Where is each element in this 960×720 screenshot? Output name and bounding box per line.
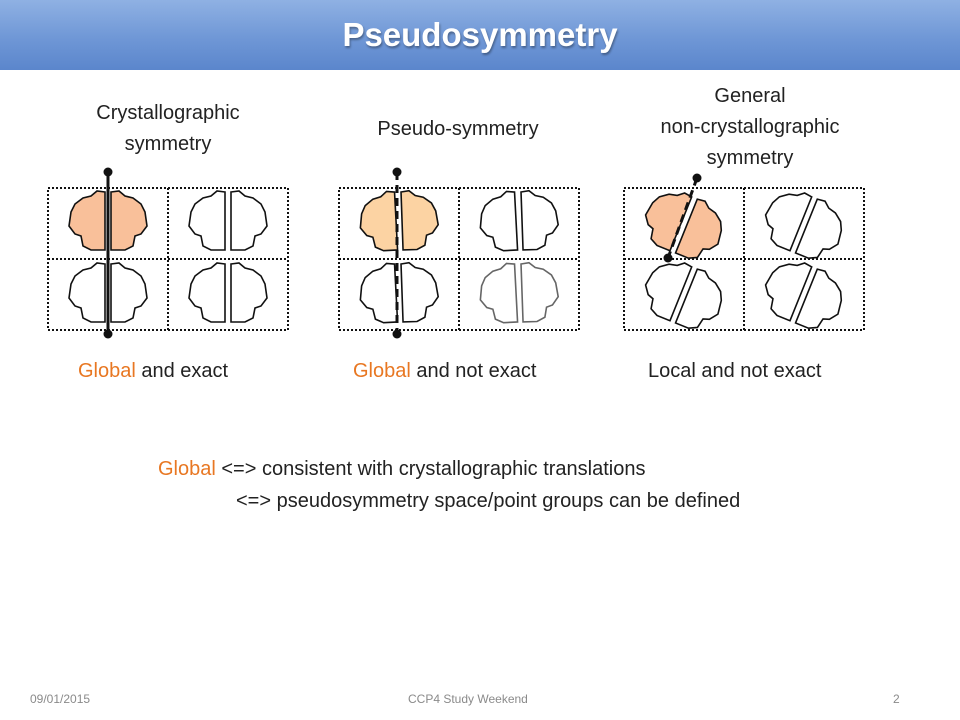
panel-1-caption: Global and exact (78, 356, 228, 386)
panel-2-motif (477, 260, 560, 325)
panel-3-heading-line-1: General (714, 85, 786, 107)
panel-3-lattice-diagram (623, 173, 865, 338)
panel-2-grid (338, 187, 580, 331)
panel-1-heading: Crystallographic symmetry (58, 98, 278, 160)
panel-2-heading: Pseudo-symmetry (348, 114, 568, 145)
panel-1-heading-line-1: Crystallographic (96, 102, 240, 124)
global-definition-highlight: Global (158, 458, 216, 480)
panel-1-motif (188, 262, 268, 323)
global-definition-line-1: Global <=> consistent with crystallograp… (158, 453, 645, 485)
panel-3-motif (755, 181, 852, 268)
panel-2-caption-highlight: Global (353, 360, 411, 382)
panel-1-lattice-diagram (47, 167, 289, 339)
panel-2-lattice-diagram (338, 167, 580, 339)
panel-3-motif-highlighted (635, 181, 732, 268)
panel-1-heading-line-2: symmetry (124, 133, 212, 155)
panel-2-heading-line-1: Pseudo-symmetry (377, 118, 539, 140)
panel-2-motif-highlighted (357, 188, 440, 253)
panel-2-motif (477, 188, 560, 253)
panel-3-heading-line-2: non-crystallographic (660, 116, 840, 138)
global-definition-line-2-text: <=> pseudosymmetry space/point groups ca… (236, 490, 741, 512)
panel-3-local-symmetry-axis (663, 173, 702, 263)
panel-3-caption: Local and not exact (648, 356, 821, 386)
footer-event: CCP4 Study Weekend (408, 692, 528, 706)
footer-page-number: 2 (893, 692, 900, 706)
panel-1-motif (188, 190, 268, 251)
panel-3-caption-text: Local and not exact (648, 360, 822, 382)
panel-2-pseudo-symmetry-axis (392, 167, 402, 339)
panel-1-grid (47, 187, 289, 331)
panel-3-heading: General non-crystallographic symmetry (630, 81, 870, 174)
panel-3-motif (635, 251, 732, 338)
panel-2-motif (357, 260, 440, 325)
panel-3-motif (755, 251, 852, 338)
global-definition-line-2: <=> pseudosymmetry space/point groups ca… (236, 485, 740, 517)
panel-1-caption-text: and exact (135, 360, 229, 382)
global-definition-text: <=> consistent with crystallographic tra… (215, 458, 646, 480)
title-bar: Pseudosymmetry (0, 0, 960, 70)
panel-3-heading-line-3: symmetry (706, 147, 794, 169)
panel-2-caption-text: and not exact (410, 360, 537, 382)
footer-date: 09/01/2015 (30, 692, 91, 706)
slide-title: Pseudosymmetry (342, 16, 618, 53)
panel-1-caption-highlight: Global (78, 360, 136, 382)
panel-1-symmetry-axis (103, 167, 113, 339)
panel-2-caption: Global and not exact (353, 356, 536, 386)
